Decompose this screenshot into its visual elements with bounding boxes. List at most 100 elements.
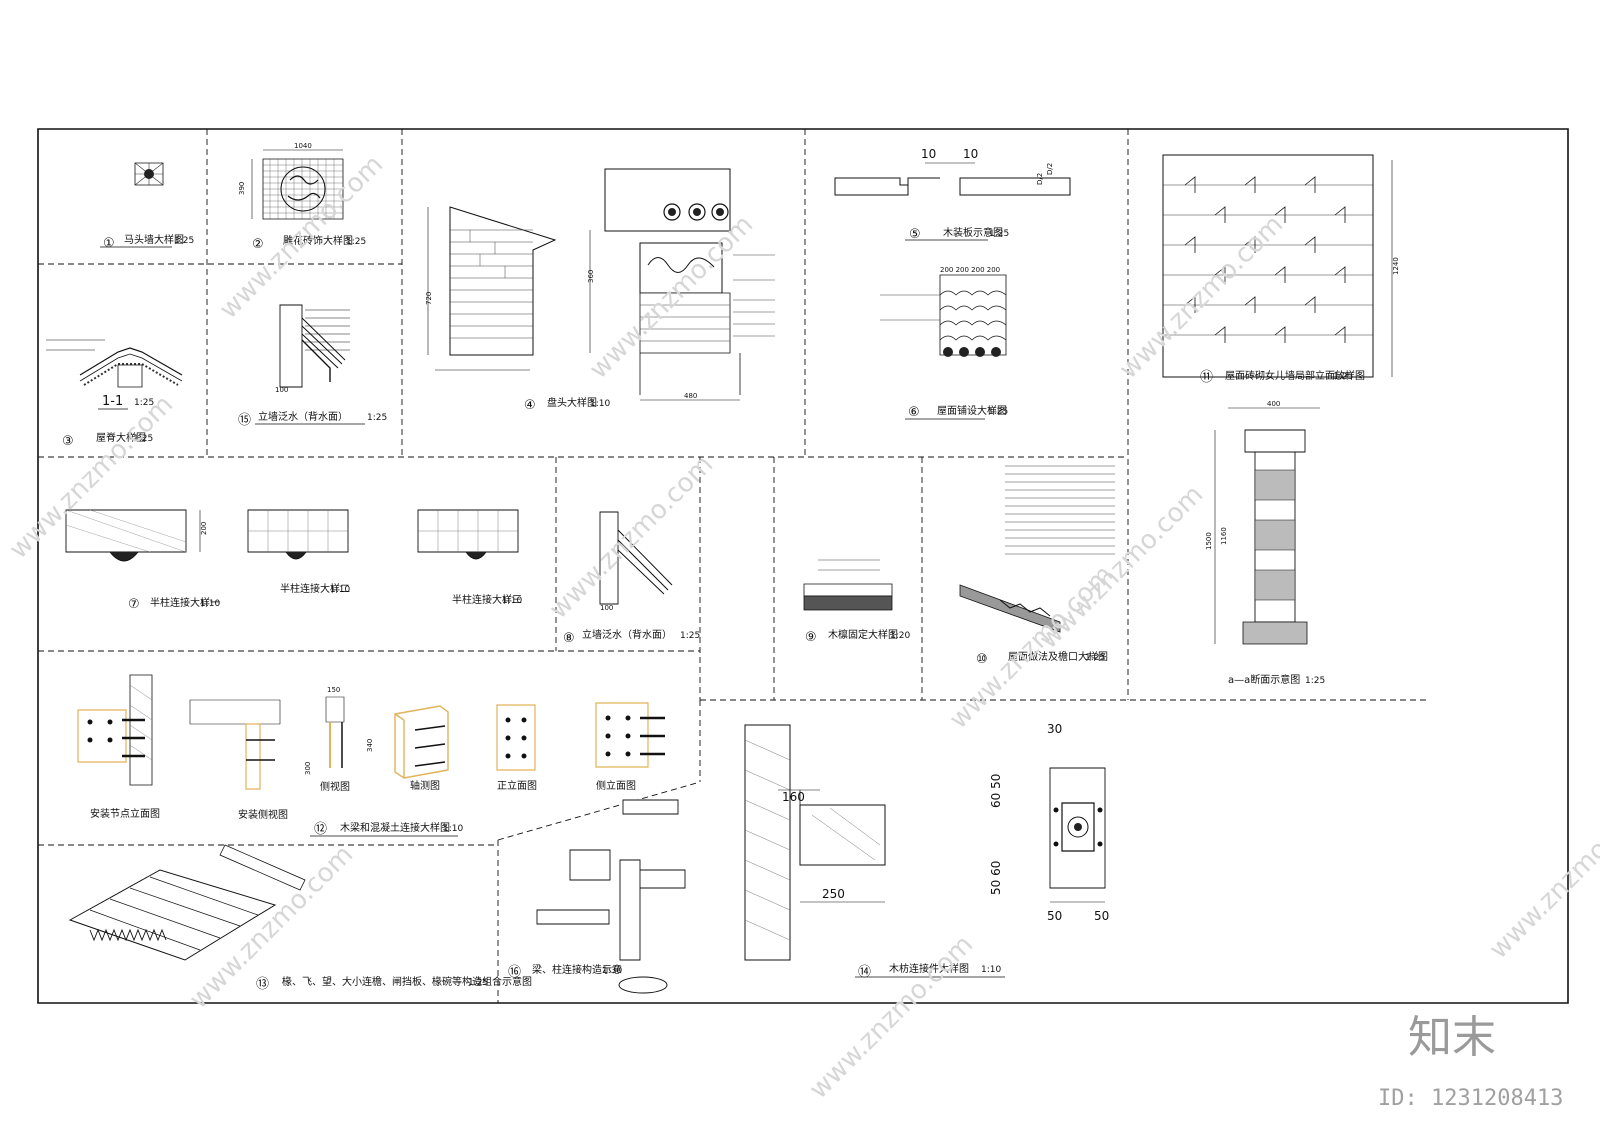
section-a-a: 400 1500 1160 a—a断面示意图 1:25 (1205, 400, 1325, 686)
detail-11-title: 屋面砖砌女儿墙局部立面放样图 (1225, 369, 1365, 382)
detail-7-half-column: 200 ⑦ 半柱连接大样一 1:10 (66, 510, 220, 612)
front-elev-label: 正立面图 (497, 779, 537, 792)
detail-15-scale: 1:25 (367, 413, 387, 423)
dim-50-a: 50 (1047, 909, 1062, 923)
dim-1240: 1240 (1392, 257, 1400, 275)
dim-480: 480 (684, 392, 697, 400)
detail-1-horse-head-wall: ① 马头墙大样图 1:25 (100, 163, 194, 251)
dim-10-b: 10 (963, 147, 978, 161)
detail-1-title: 马头墙大样图 (124, 233, 184, 246)
detail-4-num: ④ (524, 398, 536, 413)
detail-13-num: ⑬ (256, 977, 269, 992)
detail-2-carved-brick: 1040 390 ② 雕花砖饰大样图 1:25 (238, 142, 366, 252)
detail-4-scale: 1:10 (590, 399, 610, 409)
dim-1040: 1040 (294, 142, 312, 150)
detail-10-scale: 1:25 (1085, 653, 1105, 663)
detail-8-wall-flashing: 100 ⑧ 立墙泛水（背水面） 1:25 (563, 512, 700, 646)
watermark-text-9: www.znzmo.com (804, 930, 979, 1105)
detail-16-num: ⑯ (508, 965, 521, 980)
dim-160: 160 (782, 790, 805, 804)
detail-10-title: 屋面做法及檐口大样图 (1008, 650, 1108, 663)
watermark-text-4: www.znzmo.com (544, 450, 719, 625)
detail-8-num: ⑧ (563, 631, 575, 646)
detail-7-title: 半柱连接大样一 (150, 596, 220, 609)
detail-8-title: 立墙泛水（背水面） (582, 628, 672, 641)
detail-1-num: ① (103, 236, 115, 251)
dim-100-15: 100 (275, 386, 288, 394)
dim-30: 30 (1047, 722, 1062, 736)
detail-13-scale: 1:25 (468, 978, 488, 988)
dim-d2-a: D/2 (1036, 173, 1044, 185)
detail-7-num: ⑦ (128, 597, 140, 612)
install-side-label: 安装侧视图 (238, 808, 288, 821)
detail-14-num: ⑭ (858, 965, 871, 980)
half-column-3: 半柱连接大样三 1:10 (418, 510, 522, 606)
detail-12-num: ⑫ (314, 822, 327, 837)
dim-360: 360 (587, 270, 595, 283)
detail-5-title: 木装板示意图 (943, 226, 1003, 239)
detail-11-num: ⑪ (1200, 370, 1213, 385)
detail-14-title: 木枋连接件大样图 (889, 962, 969, 975)
detail-3-scale: 1:25 (133, 434, 153, 444)
detail-5-wood-board: 10 10 D/2 D/2 ⑤ 木装板示意图 1:25 (835, 147, 1070, 242)
side-view-label: 侧视图 (320, 780, 350, 793)
detail-13-rafter-assembly: ⑬ 椽、飞、望、大小连檐、闸挡板、椽碗等构造组合示意图 1:25 (70, 845, 532, 992)
detail-5-num: ⑤ (909, 227, 921, 242)
detail-6-num: ⑥ (908, 405, 920, 420)
watermark-text-10: www.znzmo.com (1484, 790, 1600, 965)
detail-7-scale: 1:10 (200, 599, 220, 609)
detail-16-beam-column: ⑯ 梁、柱连接构造示意 1:30 (508, 800, 685, 994)
detail-10-roof-eave: ⑩ 屋面做法及檐口大样图 1:25 (960, 466, 1115, 667)
detail-3-num: ③ (62, 434, 74, 449)
detail-11-parapet-elevation: 1240 ⑪ 屋面砖砌女儿墙局部立面放样图 1:25 (1163, 155, 1400, 385)
dim-d2-b: D/2 (1046, 163, 1054, 175)
dim-340: 340 (366, 739, 374, 752)
detail-2-num: ② (252, 237, 264, 252)
axo-label: 轴测图 (410, 779, 440, 792)
detail-13-title: 椽、飞、望、大小连檐、闸挡板、椽碗等构造组合示意图 (282, 975, 532, 988)
detail-14-scale: 1:10 (981, 965, 1001, 975)
detail-12-beam-concrete: 安装节点立面图 安装侧视图 150 300 侧视图 340 轴测图 正立面图 侧… (78, 675, 665, 837)
col3-title: 半柱连接大样三 (452, 593, 522, 606)
detail-6-title: 屋面铺设大样图 (937, 404, 1007, 417)
dim-1160: 1160 (1220, 527, 1228, 545)
dim-1500: 1500 (1205, 532, 1213, 550)
detail-14-purlin-connector: 160 250 ⑭ 木枋连接件大样图 1:10 30 60 50 50 60 5… (745, 722, 1109, 980)
dim-150: 150 (327, 686, 340, 694)
dim-50-b: 50 (1094, 909, 1109, 923)
detail-8-scale: 1:25 (680, 631, 700, 641)
detail-2-scale: 1:25 (346, 237, 366, 247)
detail-1-scale: 1:25 (174, 236, 194, 246)
image-id: ID: 1231208413 (1378, 1086, 1563, 1111)
detail-3-section: 1-1 (102, 394, 123, 409)
detail-5-scale: 1:25 (989, 229, 1009, 239)
detail-9-title: 木檩固定大样图 (828, 628, 898, 641)
dim-250: 250 (822, 887, 845, 901)
watermark-text-3: www.znzmo.com (584, 210, 759, 385)
detail-10-num: ⑩ (976, 652, 988, 667)
detail-9-scale: 1:20 (890, 631, 910, 641)
dim-200-7: 200 (200, 522, 208, 535)
detail-12-scale: 1:10 (443, 824, 463, 834)
section-aa-title: a—a断面示意图 (1228, 673, 1300, 686)
dim-60-50: 60 50 (989, 774, 1003, 808)
detail-6-scale: 1:25 (988, 407, 1008, 417)
dim-10-a: 10 (921, 147, 936, 161)
dim-300: 300 (304, 762, 312, 775)
dim-row6: 200 200 200 200 (940, 266, 1000, 274)
detail-4-title: 盘头大样图 (547, 396, 597, 409)
dim-400: 400 (1267, 400, 1280, 408)
col3-scale: 1:10 (502, 596, 522, 606)
detail-15-title: 立墙泛水（背水面） (258, 410, 348, 423)
section-aa-scale: 1:25 (1305, 676, 1325, 686)
detail-16-scale: 1:30 (602, 966, 622, 976)
detail-11-scale: 1:25 (1333, 372, 1353, 382)
side-elev-label: 侧立面图 (596, 779, 636, 792)
detail-3-section-scale: 1:25 (134, 398, 154, 408)
half-column-2: 半柱连接大样二 1:10 (248, 510, 350, 595)
detail-15-wall-flashing: 100 ⑮ 立墙泛水（背水面） 1:25 (238, 305, 387, 428)
dim-390: 390 (238, 182, 246, 195)
detail-12-title: 木梁和混凝土连接大样图 (340, 821, 450, 834)
detail-3-roof-ridge: 1-1 1:25 ③ 屋脊大样图 1:25 (46, 340, 182, 449)
